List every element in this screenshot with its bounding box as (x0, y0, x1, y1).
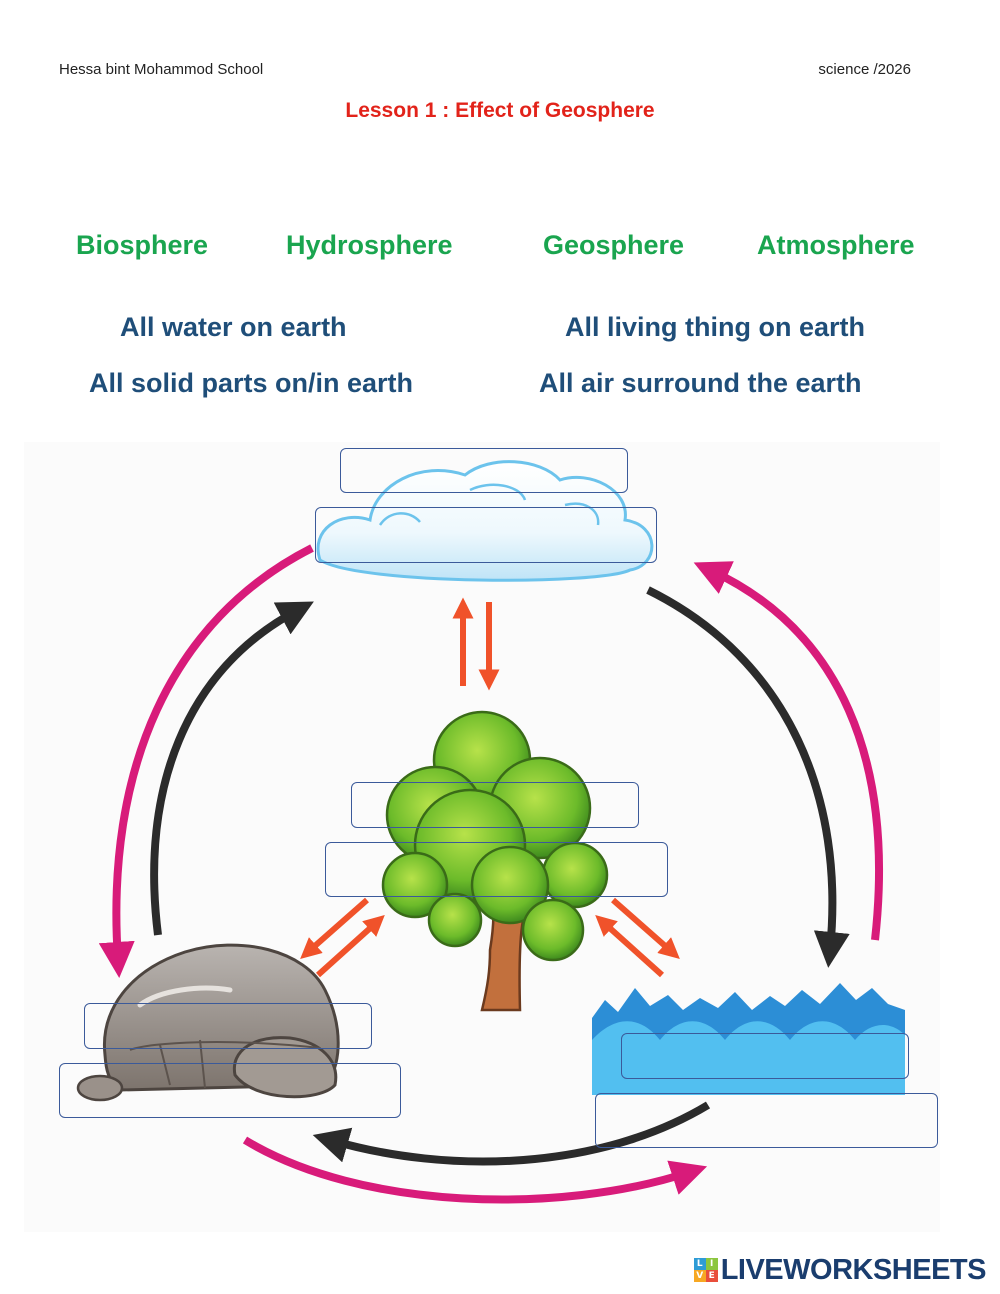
logo-mark-letter: L (694, 1258, 706, 1270)
logo-mark-letter: I (706, 1258, 718, 1270)
term-atmosphere: Atmosphere (757, 230, 915, 261)
cloud-name-box[interactable] (340, 448, 628, 493)
school-name: Hessa bint Mohammod School (59, 61, 263, 78)
logo-mark-letter: E (706, 1270, 718, 1282)
definition-air: All air surround the earth (539, 368, 862, 399)
definition-water: All water on earth (120, 312, 347, 343)
logo-text: LIVEWORKSHEETS (721, 1254, 986, 1287)
lesson-title: Lesson 1 : Effect of Geosphere (0, 99, 1000, 123)
definition-solid: All solid parts on/in earth (89, 368, 413, 399)
water-name-box[interactable] (621, 1033, 909, 1079)
cloud-definition-box[interactable] (315, 507, 657, 563)
subject-year: science /2026 (818, 61, 911, 78)
term-hydrosphere: Hydrosphere (286, 230, 453, 261)
definition-living: All living thing on earth (565, 312, 865, 343)
term-biosphere: Biosphere (76, 230, 208, 261)
tree-definition-box[interactable] (325, 842, 668, 897)
spheres-diagram (0, 430, 1000, 1250)
rock-definition-box[interactable] (59, 1063, 401, 1118)
water-definition-box[interactable] (595, 1093, 938, 1148)
tree-name-box[interactable] (351, 782, 639, 828)
term-geosphere: Geosphere (543, 230, 684, 261)
liveworksheets-logo: L I V E LIVEWORKSHEETS (694, 1254, 986, 1286)
rock-name-box[interactable] (84, 1003, 372, 1049)
liveworksheets-mark-icon: L I V E (694, 1258, 718, 1282)
logo-mark-letter: V (694, 1270, 706, 1282)
